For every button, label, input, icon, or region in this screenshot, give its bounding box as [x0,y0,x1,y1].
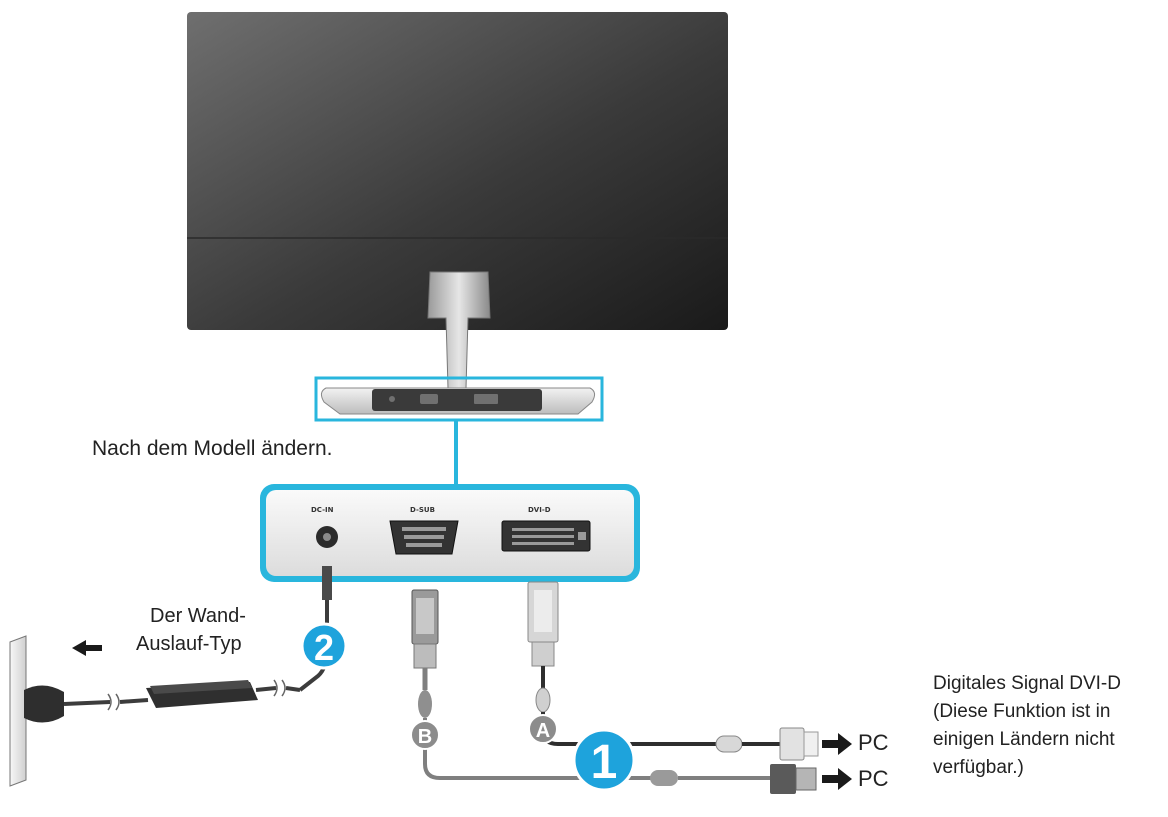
arrow-right-icon-dsub [822,768,852,790]
dvi-pc-connector [779,727,805,761]
stand-base-port-dc [389,396,395,402]
wall-type-line-2: Auslauf-Typ [136,633,242,655]
monitor [187,12,728,330]
port-label-dvi-d: DVI-D [528,506,551,514]
dc-in-jack-pin [323,533,331,541]
dvi-ferrite-2 [715,735,743,753]
badge-b-label: B [418,726,432,748]
adapter-cable-break [273,679,286,697]
mains-cable-break [107,693,120,711]
monitor-stand [320,271,596,415]
port-label-dc-in: DC-IN [311,506,334,514]
dc-plug [322,566,332,600]
power-adapter [146,679,301,708]
dvi-cable [527,581,819,761]
badge-a: A [528,714,558,744]
d-sub-pc-connector [770,764,796,794]
stand-base-port-dsub [420,394,438,404]
badge-one-label: 1 [591,736,618,789]
badge-two: 2 [300,622,348,670]
stand-base-port-strip [372,389,542,411]
note-line-2: (Diese Funktion ist in [933,701,1111,722]
dvi-d-pins [512,528,586,545]
d-sub-cable [411,589,817,794]
badge-b: B [410,720,440,750]
wall-type-line-1: Der Wand- [150,605,246,627]
pc-label-dsub: PC [858,766,889,791]
adapter-brick-top [150,680,252,694]
d-sub-ferrite [418,690,432,718]
adapter-cable [255,686,277,692]
monitor-back-panel [187,12,728,330]
adapter-cable-2 [285,686,301,692]
pc-label-dvi: PC [858,730,889,755]
arrow-right-icon-dvi [822,733,852,755]
mains-cable-2 [119,698,149,704]
d-sub-ferrite-2 [650,770,678,786]
d-sub-pins [402,527,446,547]
port-panel: DC-IN D-SUB DVI-D [260,484,640,582]
stand-base-port-dvi [474,394,498,404]
badge-a-label: A [536,720,550,742]
badge-one: 1 [572,728,636,792]
note-line-1: Digitales Signal DVI-D [933,673,1121,694]
note-line-3: einigen Ländern nicht [933,729,1115,750]
dvi-ferrite [535,687,551,713]
wall-outlet [9,635,149,787]
model-note: Nach dem Modell ändern. [92,437,333,460]
wall-plate [9,635,27,787]
arrow-left-icon [72,640,102,656]
mains-cable [63,700,111,706]
wall-plug [24,685,64,723]
note-line-4: verfügbar.) [933,757,1024,778]
port-label-d-sub: D-SUB [410,506,435,514]
highlight-box [314,376,604,422]
badge-two-label: 2 [314,627,334,668]
